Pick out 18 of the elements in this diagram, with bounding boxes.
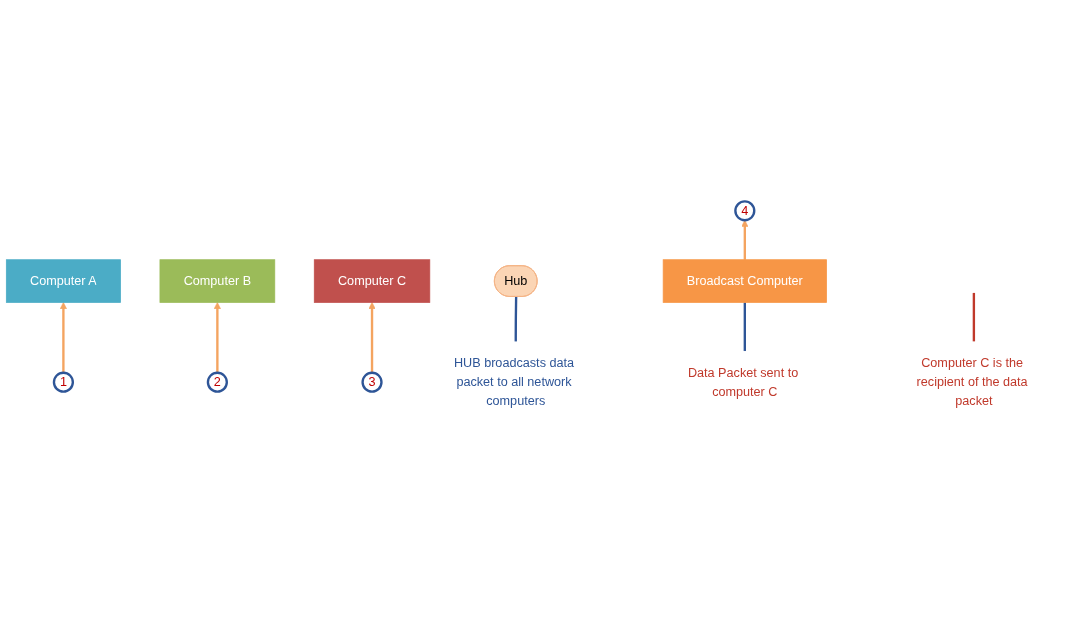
node-box: Broadcast Computer	[662, 258, 827, 303]
node-text: Data Packet sent to computer C	[687, 365, 799, 398]
connector	[514, 296, 518, 342]
node-box: Computer B	[159, 258, 276, 303]
arrow	[213, 301, 221, 373]
node-text: HUB broadcasts data packet to all network computers	[453, 355, 575, 408]
node-circle: 3	[361, 371, 383, 393]
node-circle: 2	[206, 371, 228, 393]
arrow	[59, 301, 67, 373]
arrow	[741, 219, 749, 260]
node-text: Computer C is the recipient of the data packet	[916, 355, 1028, 408]
node-box: Computer C	[313, 258, 431, 303]
connector	[972, 292, 976, 342]
connector	[743, 302, 746, 351]
node-circle: 4	[734, 199, 756, 222]
node-box: Computer A	[5, 258, 121, 303]
node-circle: 1	[52, 371, 75, 393]
arrow	[368, 301, 376, 373]
